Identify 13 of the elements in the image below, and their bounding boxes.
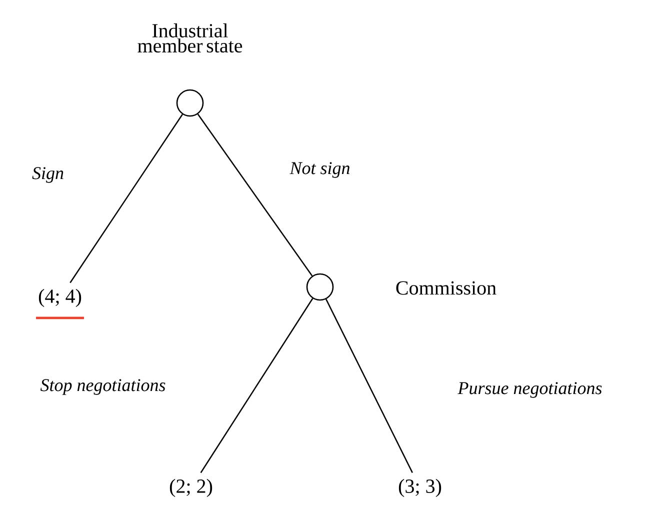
edge-label: Not sign (290, 162, 350, 178)
player-label: Commission (396, 281, 496, 295)
payoff-label: (3; 3) (398, 478, 442, 498)
payoff-label: (4; 4) (38, 288, 82, 308)
edge-label: Stop negotiations (40, 379, 166, 395)
edge-label: Pursue negotiations (458, 382, 602, 398)
edge-label: Sign (32, 167, 64, 183)
payoff-label: (2; 2) (170, 478, 212, 498)
branch-line (200, 298, 314, 474)
branch-line (197, 114, 313, 276)
player-label: Industrial member state (138, 23, 242, 53)
branch-line (70, 114, 183, 284)
branch-line (326, 298, 413, 473)
